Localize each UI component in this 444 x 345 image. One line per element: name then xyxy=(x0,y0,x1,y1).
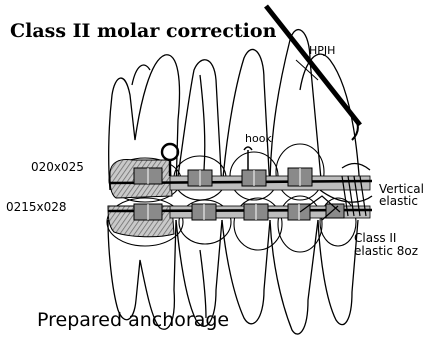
upper-bracket-3 xyxy=(288,168,312,186)
lower-incisor xyxy=(318,220,358,325)
upper-premolar-2 xyxy=(222,49,270,190)
lower-bracket-2 xyxy=(244,204,268,220)
upper-wire-label: 020x025 xyxy=(31,161,84,173)
upper-bracket-molar xyxy=(134,168,162,184)
upper-bracket-1 xyxy=(188,170,212,186)
lower-canine xyxy=(270,220,318,334)
prepared-anchorage-label: Prepared anchorage xyxy=(37,311,229,330)
class2-elastic-label-1: Class II xyxy=(354,232,396,244)
lower-root-line xyxy=(200,250,206,318)
upper-bracket-2 xyxy=(242,170,266,186)
hook-label: hook xyxy=(245,133,272,144)
figure-title: Class II molar correction xyxy=(10,22,276,41)
bracket-hook xyxy=(244,147,252,170)
lower-wire-label: 0215x028 xyxy=(6,201,67,213)
lower-bracket-molar xyxy=(134,204,162,220)
class2-elastic-label-2: elastic 8oz xyxy=(354,245,418,257)
hpjh-label: HPJH xyxy=(309,45,335,56)
lower-premolar-2 xyxy=(222,220,270,324)
headgear-outer-bow xyxy=(266,6,360,125)
vertical-elastic-label-2: elastic xyxy=(379,195,418,207)
lower-bracket-4 xyxy=(326,204,344,218)
lower-bracket-1 xyxy=(192,204,216,220)
